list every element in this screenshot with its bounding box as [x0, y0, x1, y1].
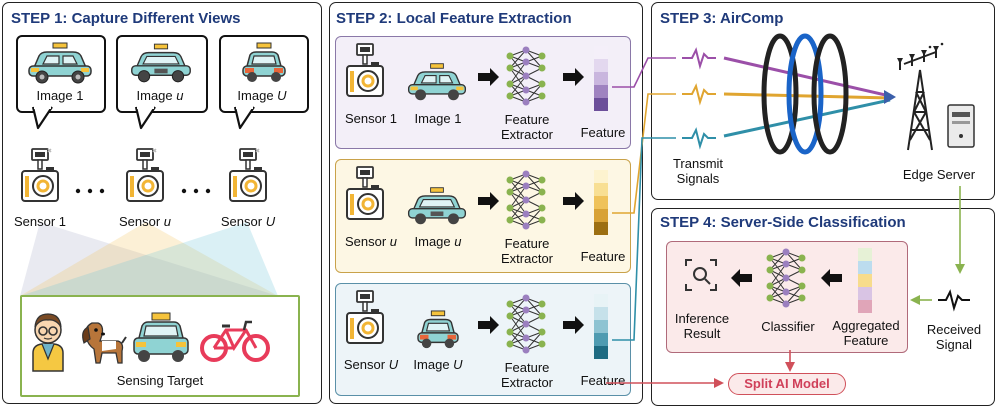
sensor-label-u: Sensor u — [118, 214, 172, 229]
feature-cell — [594, 294, 608, 307]
camera-sensor-icon — [228, 147, 268, 207]
step4-title: STEP 4: Server-Side Classification — [660, 214, 906, 231]
step3-title: STEP 3: AirComp — [660, 10, 784, 27]
rowu-sensor-label: Sensor u — [344, 234, 398, 249]
transmit-signals-label: Transmit Signals — [672, 156, 724, 186]
feature-cell — [858, 248, 872, 261]
row-box-1 — [335, 36, 631, 149]
feature-cell — [858, 261, 872, 274]
server-icon — [947, 104, 975, 148]
bicycle-icon — [200, 318, 270, 364]
camera-sensor-icon — [345, 42, 385, 102]
row1-sensor-label: Sensor 1 — [344, 111, 398, 126]
row1-image-label: Image 1 — [414, 111, 462, 126]
classifier-network-icon — [764, 246, 808, 310]
camera-sensor-icon — [345, 289, 385, 349]
edge-server-label: Edge Server — [902, 167, 976, 182]
car-icon — [240, 42, 288, 84]
rowU-feature-label: Feature — [580, 373, 626, 388]
feature-cell — [594, 196, 608, 209]
rowU-extractor-label: Feature Extractor — [500, 360, 553, 390]
feature-cell — [594, 72, 608, 85]
split-ai-model-badge: Split AI Model — [728, 373, 846, 395]
feature-cell — [594, 183, 608, 196]
received-signal-label: Received Signal — [926, 322, 982, 352]
feature-vector-stack — [594, 46, 608, 111]
inference-scan-icon — [685, 259, 717, 291]
image-label-1: Image 1 — [36, 88, 84, 103]
rowU-sensor-label: Sensor U — [343, 357, 399, 372]
rowu-image-label: Image u — [414, 234, 462, 249]
sensing-target-box — [20, 295, 300, 397]
rowu-feature-label: Feature — [580, 249, 626, 264]
feature-vector-stack — [594, 170, 608, 235]
step2-title: STEP 2: Local Feature Extraction — [336, 10, 572, 27]
classifier-label: Classifier — [761, 319, 815, 334]
inference-result-label: Inference Result — [674, 311, 730, 341]
feature-cell — [594, 222, 608, 235]
camera-sensor-icon — [125, 147, 165, 207]
feature-extractor-network-icon — [504, 44, 548, 108]
car-icon — [25, 42, 95, 84]
camera-sensor-icon — [20, 147, 60, 207]
rowu-extractor-label: Feature Extractor — [500, 236, 553, 266]
row1-feature-label: Feature — [580, 125, 626, 140]
rowU-image-label: Image U — [413, 357, 463, 372]
row-box-U — [335, 283, 631, 396]
feature-cell — [858, 300, 872, 313]
feature-cell — [594, 333, 608, 346]
tower-icon — [899, 50, 937, 151]
feature-cell — [858, 287, 872, 300]
step1-title: STEP 1: Capture Different Views — [11, 10, 241, 27]
feature-cell — [594, 59, 608, 72]
camera-sensor-icon — [345, 165, 385, 225]
car-icon — [128, 42, 194, 84]
row-box-u — [335, 159, 631, 273]
car-icon — [405, 62, 469, 102]
feature-cell — [594, 209, 608, 222]
aggregated-feature-label: Aggregated Feature — [832, 318, 900, 348]
feature-cell — [594, 46, 608, 59]
feature-cell — [594, 170, 608, 183]
feature-cell — [594, 346, 608, 359]
person-icon — [28, 309, 68, 372]
feature-cell — [594, 98, 608, 111]
sensing-target-label: Sensing Target — [116, 373, 204, 388]
image-label-u: Image u — [136, 88, 184, 103]
feature-cell — [594, 85, 608, 98]
feature-extractor-network-icon — [504, 292, 548, 356]
aggregated-feature-stack — [858, 248, 872, 313]
feature-extractor-network-icon — [504, 168, 548, 232]
sensor-label-1: Sensor 1 — [13, 214, 67, 229]
row1-extractor-label: Feature Extractor — [500, 112, 553, 142]
dog-icon — [76, 313, 128, 365]
image-label-U: Image U — [237, 88, 287, 103]
feature-cell — [858, 274, 872, 287]
feature-cell — [594, 320, 608, 333]
car-icon — [130, 312, 192, 364]
sensor-label-U: Sensor U — [220, 214, 276, 229]
car-icon — [405, 186, 469, 226]
feature-cell — [594, 307, 608, 320]
feature-vector-stack — [594, 294, 608, 359]
car-icon — [415, 310, 461, 350]
